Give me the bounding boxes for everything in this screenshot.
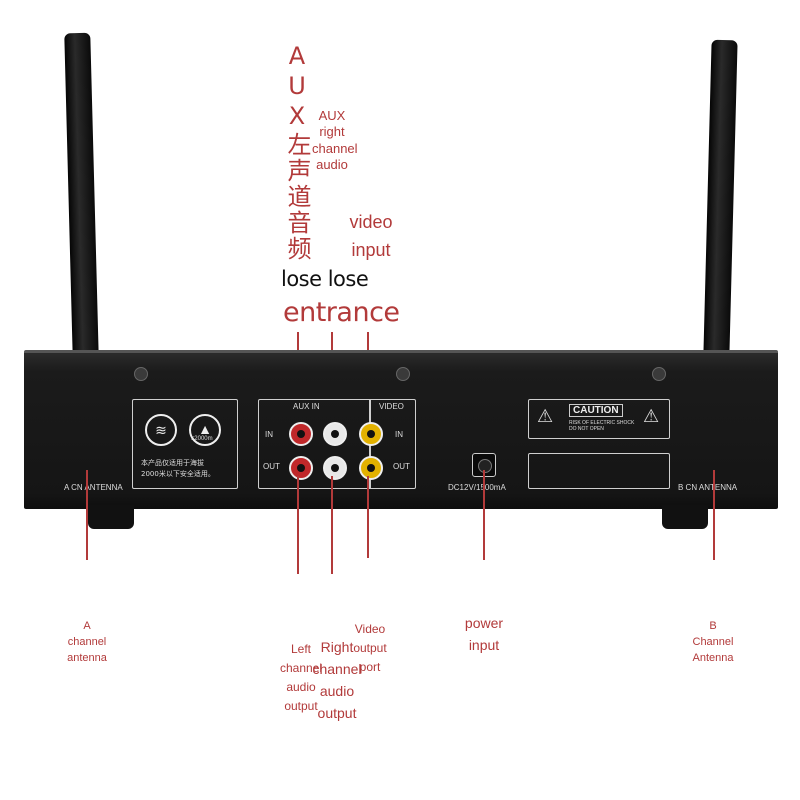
power-input-label: power input (458, 612, 510, 656)
aux-out-right-jack[interactable] (323, 456, 347, 480)
exclamation-warning-icon: ⚠ (643, 406, 660, 426)
label-line: Left (290, 642, 311, 656)
label-line: video (349, 212, 393, 232)
label-line: Antenna (692, 652, 734, 664)
label-line: audio (286, 680, 316, 694)
label-line: output (353, 641, 387, 655)
screw (652, 367, 666, 381)
label-line: Channel (692, 636, 734, 648)
video-header: VIDEO (379, 402, 404, 411)
a-antenna-label: A CN ANTENNA (64, 483, 123, 492)
video-input-label: video input (346, 208, 396, 264)
video-in-jack[interactable] (359, 422, 383, 446)
label-line: channel (67, 636, 107, 648)
label-line: output (317, 705, 357, 721)
mountain-icon: ▲ (189, 414, 221, 446)
lose-lose-label: lose lose (281, 267, 369, 291)
label-line: Right (320, 639, 354, 655)
out-label-left: OUT (263, 462, 280, 471)
screw (396, 367, 410, 381)
video-output-port-label: Video output port (350, 620, 390, 677)
label-line: audio (316, 156, 348, 172)
blank-label-box (528, 453, 670, 489)
label-line: channel (312, 661, 362, 677)
out-label-right: OUT (393, 462, 410, 471)
dc-jack-hole (478, 459, 492, 473)
caution-box: ⚠ CAUTION RISK OF ELECTRIC SHOCK DO NOT … (528, 399, 670, 439)
label-line: AUX (318, 108, 346, 123)
label-line: port (359, 660, 381, 674)
b-antenna-label: B CN ANTENNA (678, 483, 738, 492)
aux-right-channel-audio-label: AUX right channel audio (312, 108, 358, 173)
label-line: input (351, 240, 391, 260)
leader-line-video-output (367, 476, 369, 558)
aux-left-channel-vertical-label: AUX左声道音频 (283, 42, 311, 262)
right-channel-audio-output-label: Right channel audio output (312, 636, 362, 724)
leader-line-right-output (331, 476, 333, 574)
label-line: Video (354, 622, 386, 636)
label-line: B (709, 620, 717, 632)
in-label-right: IN (395, 430, 403, 439)
altitude-notice-box: ≋ ▲ ≤2000m 本产品仅适用于海拔 2000米以下安全适用。 (132, 399, 238, 489)
a-channel-antenna-label: A channel antenna (62, 618, 112, 666)
chinese-notice-line-1: 本产品仅适用于海拔 (141, 459, 204, 467)
video-out-jack[interactable] (359, 456, 383, 480)
aux-video-panel: AUX IN VIDEO IN OUT IN OUT (258, 399, 416, 489)
wave-icon: ≋ (145, 414, 177, 446)
entrance-label: entrance (283, 297, 400, 328)
caution-subtitle: RISK OF ELECTRIC SHOCK DO NOT OPEN (569, 420, 635, 432)
label-line: channel (312, 140, 358, 156)
aux-out-left-jack[interactable] (289, 456, 313, 480)
aux-in-right-jack[interactable] (323, 422, 347, 446)
leader-line-power (483, 470, 485, 560)
aux-in-left-jack[interactable] (289, 422, 313, 446)
left-channel-audio-output-label: Left channel audio output (278, 640, 324, 716)
label-line: audio (319, 683, 355, 699)
altitude-badge: ≤2000m (191, 436, 213, 442)
b-channel-antenna-label: B Channel Antenna (688, 618, 738, 666)
leader-line-b-antenna (713, 470, 715, 560)
in-label-left: IN (265, 430, 273, 439)
lightning-warning-icon: ⚠ (537, 406, 554, 426)
aux-in-header: AUX IN (293, 402, 320, 411)
label-line: antenna (67, 652, 107, 664)
device-foot-right (662, 505, 708, 529)
leader-line-a-antenna (86, 470, 88, 560)
label-line: channel (279, 661, 323, 675)
label-line: output (284, 699, 318, 713)
label-line: A (83, 620, 91, 632)
receiver-back-panel: ≋ ▲ ≤2000m 本产品仅适用于海拔 2000米以下安全适用。 AUX IN… (24, 350, 778, 509)
label-line: right (319, 124, 345, 140)
device-foot-left (88, 505, 134, 529)
dc-rating-label: DC12V/1500mA (448, 483, 506, 492)
label-line: power (464, 615, 504, 631)
leader-line-left-output (297, 476, 299, 574)
label-line: input (468, 637, 500, 653)
caution-title: CAUTION (569, 404, 623, 417)
chinese-notice-line-2: 2000米以下安全适用。 (141, 470, 215, 478)
screw (134, 367, 148, 381)
